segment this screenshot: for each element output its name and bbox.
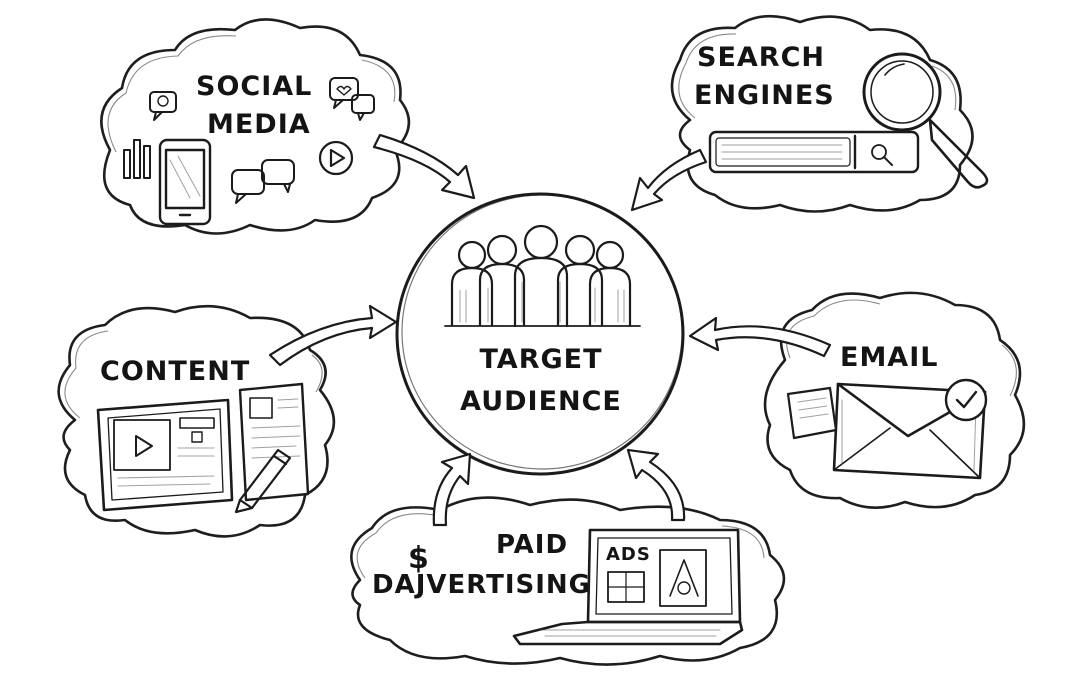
people-group-icon (444, 224, 641, 328)
content-node: CONTENT (57, 304, 336, 538)
social-media-label-line1: SOCIAL (196, 71, 312, 102)
dollar-icon: $ (408, 541, 430, 576)
smartphone-icon (158, 138, 212, 226)
tablet-icon (96, 398, 234, 512)
pencil-icon (234, 448, 292, 514)
document-icon (238, 382, 310, 502)
chat-bubble-icon (149, 91, 177, 121)
arrow-paid-to-center-left (432, 452, 472, 527)
email-label: EMAIL (840, 342, 938, 373)
laptop-icon: ADS (512, 528, 744, 646)
arrow-content-to-center (268, 304, 398, 367)
play-button-icon (318, 140, 354, 176)
bar-chart-icon (123, 139, 151, 179)
email-node: EMAIL (763, 291, 1026, 509)
search-engines-label-line1: SEARCH (697, 42, 825, 73)
arrow-social-to-center (372, 133, 476, 200)
arrow-search-to-center (630, 148, 708, 212)
content-label: CONTENT (100, 356, 250, 387)
search-bar-icon (708, 130, 920, 174)
chat-bubble-icon (329, 77, 375, 121)
document-icon (786, 386, 838, 440)
magnifying-glass-icon (862, 52, 989, 189)
arrow-paid-to-center-right (626, 448, 686, 522)
checkmark-badge-icon (944, 378, 988, 422)
paid-advertising-node: $ PAID DAJVERTISING ADS (350, 496, 786, 666)
arrow-email-to-center (688, 316, 832, 358)
social-media-node: SOCIAL MEDIA (100, 18, 411, 235)
center-label-line2: AUDIENCE (460, 386, 622, 417)
search-engines-label-line2: ENGINES (694, 80, 835, 111)
paid-advertising-label-line2: DAJVERTISING (372, 570, 591, 600)
laptop-ads-text: ADS (606, 544, 651, 565)
chat-bubble-icon (231, 159, 295, 204)
paid-advertising-label-line1: PAID (496, 530, 568, 560)
target-audience-node: TARGET AUDIENCE (395, 192, 685, 476)
center-label-line1: TARGET (479, 344, 602, 375)
search-engines-node: SEARCH ENGINES (670, 14, 989, 213)
social-media-label-line2: MEDIA (207, 109, 311, 140)
